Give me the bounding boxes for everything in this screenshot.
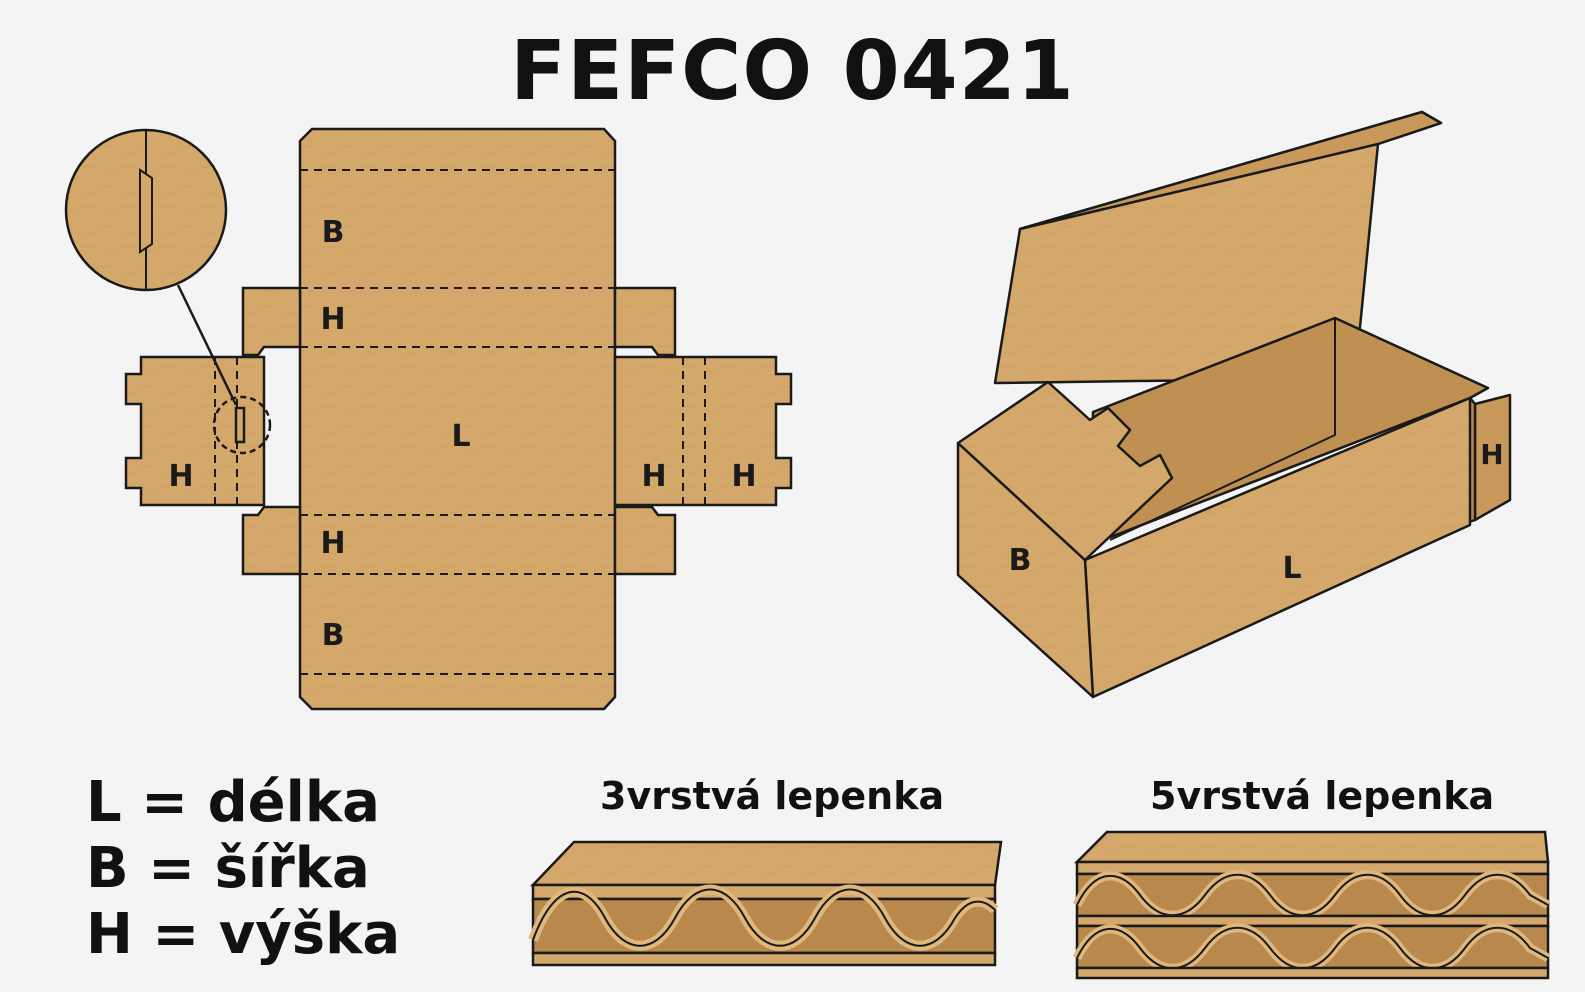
legend-height: H = výška (86, 902, 401, 967)
net-top-flap-right (613, 286, 677, 357)
assembled-box (956, 110, 1512, 699)
net-bottom-flap-left (241, 505, 302, 576)
five-layer-board (1072, 830, 1551, 980)
net-label-bottom-b: B (322, 618, 345, 653)
net-label-center-l: L (451, 419, 470, 454)
box-tuck-flap (956, 380, 1174, 562)
three-layer-board (528, 840, 1003, 967)
net-bottom-flap-right (613, 505, 677, 576)
box-label-front-l: L (1282, 551, 1301, 586)
net-label-right-h-inner: H (641, 459, 666, 494)
net-right-end (613, 355, 793, 507)
net-label-bottom-h: H (320, 526, 345, 561)
legend-width: B = šířka (86, 836, 370, 901)
five-layer-caption: 5vrstvá lepenka (1150, 774, 1495, 818)
box-net (124, 127, 793, 711)
net-label-top-h: H (320, 302, 345, 337)
legend-length: L = délka (86, 770, 380, 835)
box-label-side-b: B (1009, 543, 1032, 578)
diagram-title: FEFCO 0421 (510, 24, 1075, 119)
dimension-legend: L = délka B = šířka H = výška (86, 770, 400, 968)
net-label-right-h-outer: H (731, 459, 756, 494)
net-label-top-b: B (322, 215, 345, 250)
three-layer-caption: 3vrstvá lepenka (600, 774, 945, 818)
net-label-left-h: H (168, 459, 193, 494)
lock-detail-callout (64, 128, 272, 455)
box-label-end-h: H (1480, 438, 1503, 471)
net-top-flap-left (241, 286, 302, 357)
